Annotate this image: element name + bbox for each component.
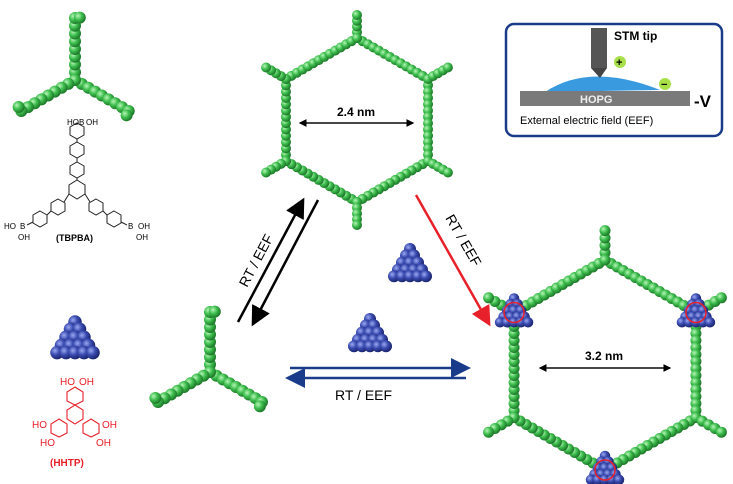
- network-sphere: [442, 167, 453, 178]
- tbpba-left-oh: OH: [18, 233, 30, 242]
- tbpba-top-ho: HO: [67, 118, 79, 127]
- network-sphere: [483, 426, 495, 438]
- network-sphere: [352, 10, 362, 21]
- eef-inset: HOPG -V STM tip + − External electric fi…: [504, 22, 724, 138]
- hhtp-ho-top: HO: [60, 377, 75, 388]
- red-arrow-label: RT / EEF: [442, 212, 484, 269]
- tbpba-right-b: B: [128, 222, 133, 231]
- hhtp-ho-left: HO: [32, 420, 47, 431]
- hhtp-structure: [50, 386, 100, 438]
- tbpba-sphere: [120, 109, 133, 122]
- hhtp-sphere: [420, 270, 432, 283]
- large-pore-size: 3.2 nm: [585, 349, 623, 363]
- hhtp-sphere: [613, 474, 625, 484]
- network-sphere: [483, 292, 495, 304]
- network-sphere: [715, 292, 727, 304]
- negative-charge-icon: [659, 78, 671, 90]
- hhtp-sphere: [522, 317, 534, 328]
- hopg-label: HOPG: [580, 94, 612, 106]
- hhtp-sphere: [704, 317, 716, 328]
- molecular-models: [12, 10, 727, 484]
- hhtp-oh-right: OH: [102, 420, 117, 431]
- tbpba-top-oh: OH: [86, 118, 98, 127]
- tbpba-structure: [26, 122, 128, 228]
- network-sphere: [442, 62, 453, 73]
- network-sphere: [261, 167, 272, 178]
- tbpba-sphere: [73, 11, 86, 24]
- network-sphere: [715, 426, 727, 438]
- plus-sign: +: [616, 57, 622, 69]
- red-arrow: [414, 194, 491, 327]
- tbpba-right-oh2: OH: [136, 233, 148, 242]
- hhtp-oh-top: OH: [79, 377, 94, 388]
- network-sphere: [352, 219, 362, 230]
- tbpba-left-ho: HO: [4, 222, 16, 231]
- tbpba-label: (TBPBA): [56, 233, 93, 243]
- hhtp-overlay: [594, 459, 616, 481]
- network-sphere: [261, 62, 272, 73]
- voltage-label: -V: [694, 92, 712, 111]
- hopg-substrate: [520, 91, 690, 106]
- black-forward-arrow: [236, 197, 305, 323]
- tbpba-sphere: [253, 400, 266, 413]
- tbpba-sphere: [12, 101, 25, 114]
- stm-tip-label: STM tip: [614, 29, 657, 43]
- network-sphere: [599, 254, 611, 266]
- solution-droplet: [545, 76, 660, 92]
- inset-caption: External electric field (EEF): [520, 115, 653, 127]
- hhtp-label: (HHTP): [50, 458, 84, 469]
- small-pore-size: 2.4 nm: [337, 105, 375, 119]
- positive-charge-icon: [614, 56, 626, 68]
- hhtp-sphere: [380, 340, 392, 353]
- hhtp-oh-right2: OH: [96, 438, 111, 449]
- hhtp-sphere: [86, 345, 100, 360]
- blue-arrow-label: RT / EEF: [335, 387, 392, 403]
- tbpba-top-b: B: [79, 118, 84, 127]
- hhtp-ho-left2: HO: [40, 438, 55, 449]
- tbpba-right-oh: OH: [138, 222, 150, 231]
- stm-tip-icon: [591, 28, 607, 78]
- black-reverse-arrow: [251, 199, 320, 327]
- tbpba-sphere: [208, 305, 221, 318]
- tbpba-sphere: [149, 392, 162, 405]
- hhtp-overlay: [685, 301, 707, 324]
- tbpba-left-b: B: [20, 222, 25, 231]
- network-sphere: [352, 33, 362, 43]
- hhtp-overlay: [503, 301, 525, 324]
- minus-sign: −: [661, 79, 667, 91]
- network-sphere: [599, 225, 611, 237]
